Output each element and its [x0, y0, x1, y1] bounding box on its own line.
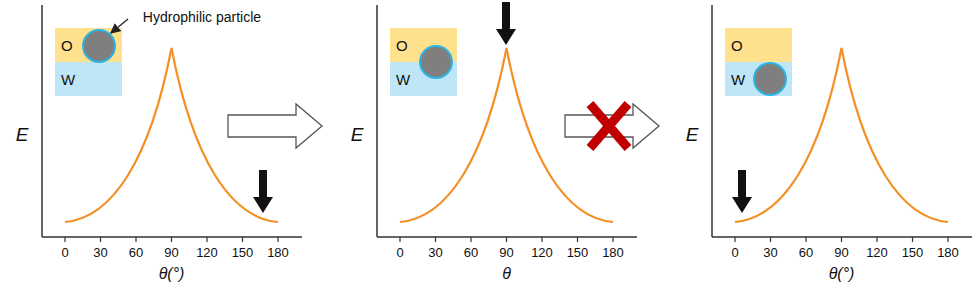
particle — [420, 46, 452, 78]
oil-phase-band: O — [55, 28, 122, 62]
tick-label: 0 — [396, 246, 403, 260]
phase-label: O — [731, 37, 743, 54]
axis-label: θ(°) — [159, 265, 185, 283]
water-phase-band: W — [390, 62, 457, 96]
oil-phase-band: O — [390, 28, 457, 62]
tick-label: 150 — [567, 246, 589, 260]
tick-label: 120 — [196, 246, 218, 260]
water-phase-band: W — [55, 62, 122, 96]
tick-label: 0 — [61, 246, 68, 260]
position-arrow — [496, 2, 516, 45]
position-arrow — [253, 170, 273, 213]
tick-label: 60 — [799, 246, 813, 260]
axis-label: θ(°) — [829, 265, 855, 283]
tick-label: 60 — [129, 246, 143, 260]
leader-line — [111, 19, 128, 33]
tick-label: 150 — [902, 246, 924, 260]
water-phase — [55, 62, 122, 96]
tick-label: 150 — [232, 246, 254, 260]
phase-label: W — [731, 71, 745, 88]
tick-label: 90 — [164, 246, 178, 260]
particle — [754, 63, 786, 95]
tick-label: 120 — [866, 246, 888, 260]
water-phase — [725, 62, 792, 96]
tick-label: 30 — [763, 246, 777, 260]
phase-label: W — [61, 71, 75, 88]
axis-label: E — [686, 125, 699, 146]
energy-plot — [712, 5, 972, 242]
axis-label: E — [351, 125, 364, 146]
tick-label: 90 — [834, 246, 848, 260]
oil-phase-band: O — [725, 28, 792, 62]
tick-label: 180 — [602, 246, 624, 260]
tick-label: 30 — [93, 246, 107, 260]
water-phase-band: W — [725, 62, 792, 96]
tick-label: 60 — [464, 246, 478, 260]
tick-label: 90 — [499, 246, 513, 260]
callout-label: Hydrophilic particle — [143, 10, 261, 25]
axis-label: θ — [502, 265, 511, 283]
forbidden-cross — [590, 104, 628, 148]
phase-label: W — [396, 71, 410, 88]
transition-arrow — [228, 104, 322, 148]
phase-label: O — [396, 37, 408, 54]
tick-label: 180 — [267, 246, 289, 260]
particle — [83, 30, 115, 62]
phase-label: O — [61, 37, 73, 54]
tick-label: 120 — [531, 246, 553, 260]
tick-label: 180 — [937, 246, 959, 260]
transition-arrow — [565, 104, 659, 148]
position-arrow — [732, 170, 752, 213]
tick-label: 30 — [428, 246, 442, 260]
oil-phase — [55, 28, 122, 62]
axis-label: E — [16, 125, 29, 146]
oil-phase — [725, 28, 792, 62]
tick-label: 0 — [731, 246, 738, 260]
